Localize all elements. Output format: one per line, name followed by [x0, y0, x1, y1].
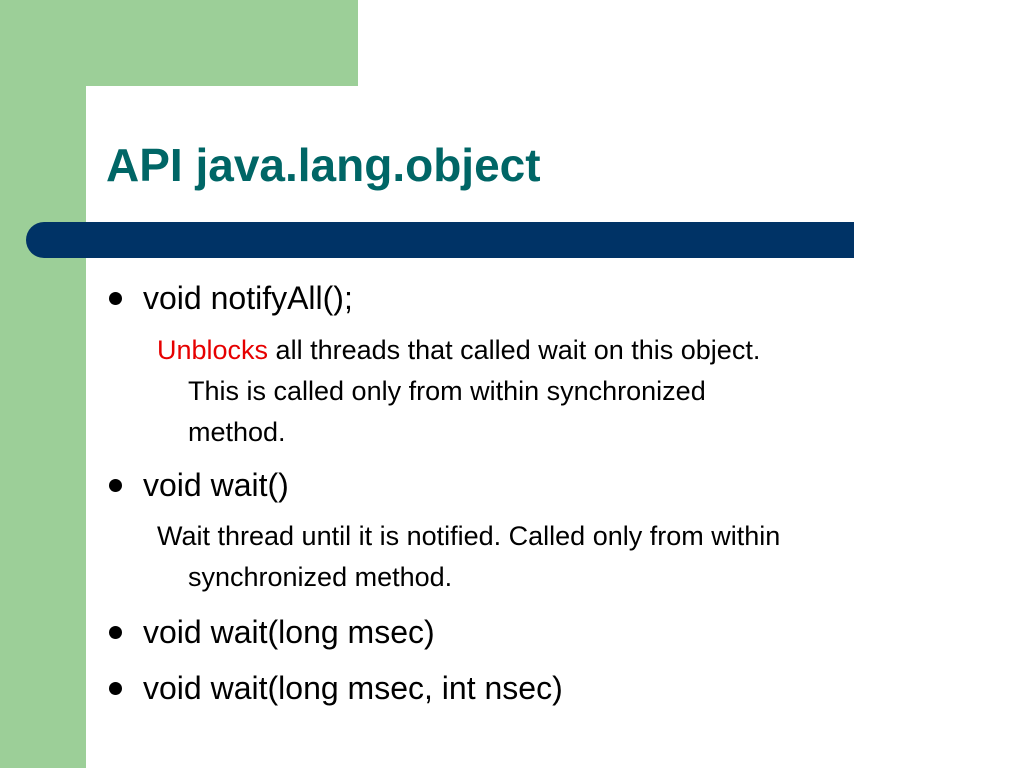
- highlight-text: Unblocks: [157, 335, 269, 365]
- bullet-text: void wait(long msec): [143, 614, 435, 650]
- sub-text: all threads that called wait on this obj…: [268, 335, 761, 365]
- bullet-text: void wait(): [143, 467, 289, 503]
- bullet-dot-icon: [109, 292, 122, 306]
- sub-item: Wait thread until it is notified. Called…: [157, 516, 957, 598]
- sub-line: method.: [188, 417, 286, 447]
- sub-line: Wait thread until it is notified. Called…: [157, 521, 781, 551]
- sub-line: This is called only from within synchron…: [188, 376, 706, 406]
- bullet-dot-icon: [109, 626, 122, 640]
- bullet-dot-icon: [109, 479, 122, 493]
- sub-line: Unblocks all threads that called wait on…: [157, 330, 957, 371]
- bullet-item: void wait(long msec, int nsec): [109, 669, 563, 707]
- bullet-text: void wait(long msec, int nsec): [143, 670, 563, 706]
- slide-title: API java.lang.object: [106, 139, 541, 191]
- bullet-item: void notifyAll();: [109, 279, 353, 317]
- bullet-item: void wait(long msec): [109, 613, 435, 651]
- bullet-text: void notifyAll();: [143, 280, 353, 316]
- sub-line: synchronized method.: [188, 562, 453, 592]
- bullet-item: void wait(): [109, 466, 289, 504]
- title-underline-bar: [26, 222, 854, 258]
- green-sidebar-decoration: [0, 0, 86, 768]
- sub-item: Unblocks all threads that called wait on…: [157, 330, 957, 453]
- green-top-decoration: [0, 0, 358, 86]
- bullet-dot-icon: [109, 682, 122, 696]
